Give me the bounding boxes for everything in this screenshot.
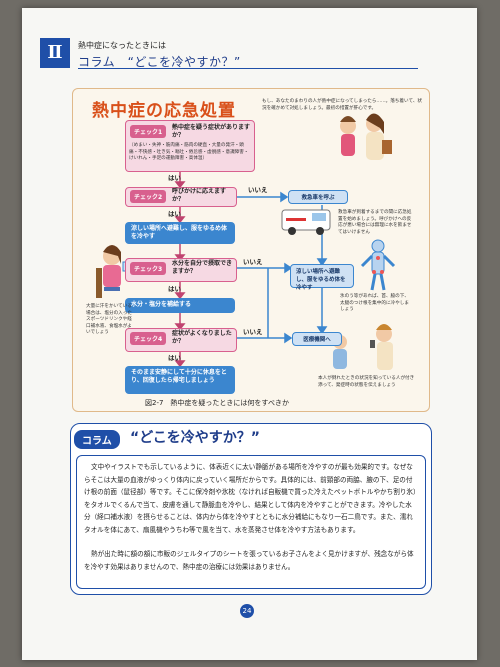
cool-down-step-right: 涼しい場所へ避難し、服をゆるめ体を冷やす xyxy=(290,264,354,291)
yes-label-1: はい xyxy=(168,174,181,182)
figure-caption: 図2-7 熱中症を疑ったときには何をすべきか xyxy=(145,399,289,407)
rest-step: そのまま安静にして十分に休息をとり、回復したら帰宅しましょう xyxy=(125,366,235,394)
no-label-2: いいえ xyxy=(248,186,268,194)
page-number: 24 xyxy=(240,604,254,618)
figure-intro: もし、あなたのまわりの人が熱中症になってしまったら……。落ち着いて、状況を確かめ… xyxy=(262,99,423,111)
column-tag: コラム xyxy=(74,430,120,449)
column-paragraph-1: 文中やイラストでも示しているように、体表近くに太い静脈がある場所を冷やすのが最も… xyxy=(84,463,417,534)
check1-question: 熱中症を疑う症状がありますか？ xyxy=(172,124,251,139)
ambulance-note: 救急車が到着するまでの間に応急処置を始めましょう。呼びかけへの反応が悪い場合には… xyxy=(338,210,412,235)
drink-note: 大量に汗をかいている場合は、塩分の入ったスポーツドリンクや経口補水液、食塩水がよ… xyxy=(86,304,132,335)
column-paragraph-2: 熱が出た時に額の額に市販のジェルタイプのシートを張っているお子さんをよく見かけま… xyxy=(84,550,414,571)
section-number-badge: Ⅱ xyxy=(40,38,70,68)
yes-label-4: はい xyxy=(168,354,181,362)
hospital-note: 本人が倒れたときの状況を知っている人が付き添って、発症時の状態を伝えましょう xyxy=(318,376,415,388)
no-label-3: いいえ xyxy=(243,258,263,266)
ice-pack-note: 氷のう等があれば、首、脇の下、太腿のつけ根を集中的に冷やしましょう xyxy=(340,294,409,312)
section-kicker: 熱中症になったときには xyxy=(78,41,166,50)
hydrate-step: 水分・塩分を補給する xyxy=(125,298,235,313)
check1-label: チェック1 xyxy=(130,125,167,138)
check1-symptoms: （めまい・失神・筋肉痛・筋肉の硬直・大量の発汗・頭痛・不快感・吐き気・嘔吐・倦怠… xyxy=(129,143,249,161)
hospital-box: 医療機関へ xyxy=(292,332,342,346)
section-title: コラム “どこを冷やすか？” xyxy=(78,55,241,69)
no-label-4: いいえ xyxy=(243,328,263,336)
column-body-box xyxy=(76,455,426,589)
cool-down-step: 涼しい場所へ避難し、服をゆるめ体を冷やす xyxy=(125,222,235,244)
check3-label: チェック3 xyxy=(130,262,167,275)
check4-label: チェック4 xyxy=(130,332,167,345)
yes-label-2: はい xyxy=(168,210,181,218)
ambulance-box: 救急車を呼ぶ xyxy=(288,190,348,204)
column-title: “どこを冷やすか？” xyxy=(130,430,260,446)
check3-question: 水分を自分で摂取できますか？ xyxy=(172,260,233,275)
figure-title: 熱中症の応急処置 xyxy=(92,101,236,121)
check2-question: 呼びかけに応えますか？ xyxy=(172,188,227,203)
check4-question: 症状がよくなりましたか？ xyxy=(172,330,232,345)
check2-label: チェック2 xyxy=(130,190,167,203)
yes-label-3: はい xyxy=(168,285,181,293)
section-divider xyxy=(78,68,418,69)
